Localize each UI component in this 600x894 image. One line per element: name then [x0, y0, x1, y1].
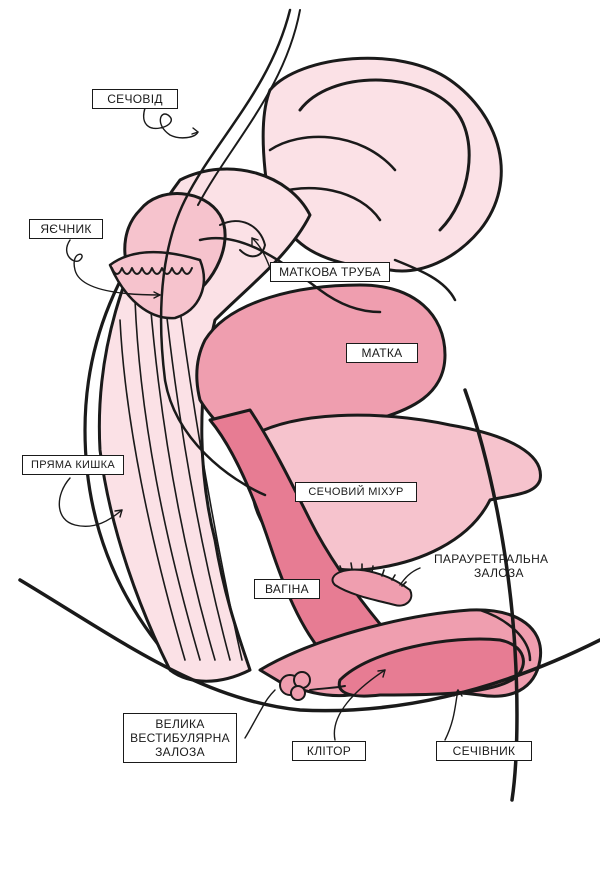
label-vagina: ВАГІНА	[254, 579, 320, 599]
label-rectum: ПРЯМА КИШКА	[22, 455, 124, 475]
label-bartholin-line3: ЗАЛОЗА	[128, 745, 232, 759]
label-paraurethral-line1: ПАРАУРЕТРАЛЬНА	[434, 552, 569, 566]
label-uterus: МАТКА	[346, 343, 418, 363]
label-bartholin-line2: ВЕСТИБУЛЯРНА	[128, 731, 232, 745]
label-ureter: СЕЧОВІД	[92, 89, 178, 109]
label-fallopian-tube: МАТКОВА ТРУБА	[270, 262, 390, 282]
label-bartholin-gland: ВЕЛИКА ВЕСТИБУЛЯРНА ЗАЛОЗА	[123, 713, 237, 763]
label-ovary: ЯЄЧНИК	[29, 219, 103, 239]
label-paraurethral-line2: ЗАЛОЗА	[434, 566, 569, 580]
label-bartholin-line1: ВЕЛИКА	[128, 717, 232, 731]
label-paraurethral-gland: ПАРАУРЕТРАЛЬНА ЗАЛОЗА	[434, 552, 569, 580]
label-urethra: СЕЧІВНИК	[436, 741, 532, 761]
label-bladder: СЕЧОВИЙ МІХУР	[295, 482, 417, 502]
label-clitoris: КЛІТОР	[292, 741, 366, 761]
